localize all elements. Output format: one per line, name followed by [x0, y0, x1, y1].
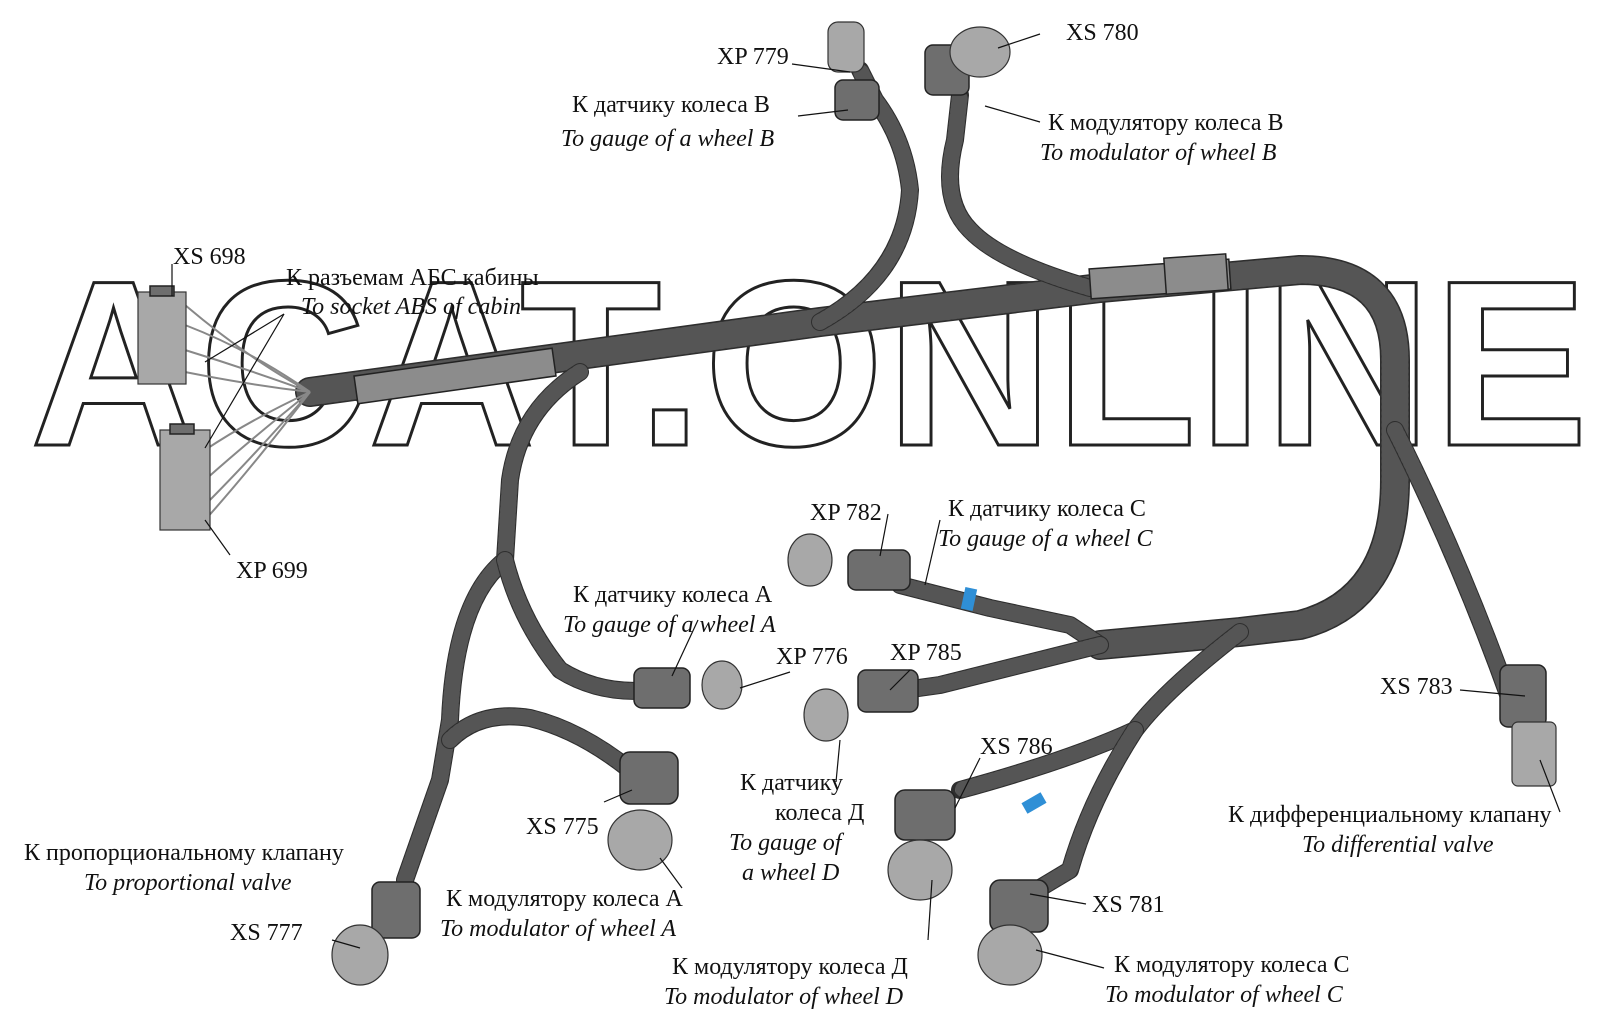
- label-ru-prop: К пропорциональному клапану: [24, 840, 344, 866]
- connector-xs775-body: [619, 751, 679, 805]
- connector-xs775-head: [607, 809, 673, 871]
- connector-xp776: [633, 667, 691, 709]
- cable-ribbing: [1387, 422, 1518, 708]
- label-en-gauge-b: To gauge of a wheel B: [561, 126, 774, 152]
- connector-xp779-head: [827, 21, 865, 73]
- label-ru-gauge-a: К датчику колеса А: [573, 582, 773, 608]
- connector-xp699: [159, 429, 211, 531]
- connector-xs786-head: [887, 839, 953, 901]
- label-xs777: XS 777: [230, 920, 303, 946]
- label-xs698: XS 698: [173, 244, 246, 270]
- connector-xs781-head: [977, 924, 1043, 986]
- label-xs775: XS 775: [526, 814, 599, 840]
- connector-xs698-latch: [149, 285, 175, 297]
- label-ru-gauge-c: К датчику колеса С: [948, 496, 1146, 522]
- connector-xs780-head: [949, 26, 1011, 78]
- label-xs781: XS 781: [1092, 892, 1165, 918]
- cable-ribbing: [812, 62, 918, 330]
- label-en-mod-a: To modulator of wheel A: [440, 916, 676, 942]
- label-en-gauge-a: To gauge of a wheel A: [563, 612, 776, 638]
- connector-xp782: [847, 549, 911, 591]
- connector-xp785: [857, 669, 919, 713]
- label-ru-diff: К дифференциальному клапану: [1228, 802, 1552, 828]
- label-en-gauge-d2: a wheel D: [742, 860, 839, 886]
- label-xs780: XS 780: [1066, 20, 1139, 46]
- label-ru-abs: К разъемам АБС кабины: [286, 265, 539, 291]
- label-ru-mod-c: К модулятору колеса С: [1114, 952, 1350, 978]
- connector-xp699-latch: [169, 423, 195, 435]
- cable-ribbing: [1012, 722, 1143, 908]
- label-xs783: XS 783: [1380, 674, 1453, 700]
- connector-xp776-head: [701, 660, 743, 710]
- label-ru-mod-d: К модулятору колеса Д: [672, 954, 908, 980]
- label-xp779: XP 779: [717, 44, 789, 70]
- sleeve-main-1: [353, 347, 557, 405]
- cable-ribbing: [942, 87, 1098, 296]
- marker-band-c: [960, 586, 978, 612]
- cable-ribbing: [296, 256, 1409, 659]
- leader-lines: [171, 33, 1561, 969]
- label-xp785: XP 785: [890, 640, 962, 666]
- connector-xp785-head: [803, 688, 849, 742]
- label-xp699: XP 699: [236, 558, 308, 584]
- label-en-abs: To socket ABS of cabin: [301, 294, 521, 320]
- label-en-mod-b: To modulator of wheel B: [1040, 140, 1277, 166]
- connector-xs777-head: [331, 924, 389, 986]
- label-xp782: XP 782: [810, 500, 882, 526]
- connector-xs698: [137, 291, 187, 385]
- cable-ribbing: [497, 552, 658, 699]
- label-en-diff: To differential valve: [1302, 832, 1494, 858]
- label-en-gauge-d1: To gauge of: [729, 830, 845, 856]
- label-ru-gauge-d2: колеса Д: [775, 800, 864, 826]
- label-en-mod-c: To modulator of wheel C: [1105, 982, 1344, 1008]
- label-ru-mod-b: К модулятору колеса В: [1048, 110, 1284, 136]
- sleeve-main-3: [1163, 253, 1229, 295]
- connector-xp782-head: [787, 533, 833, 587]
- label-xs786: XS 786: [980, 734, 1053, 760]
- cable-ribbing: [892, 577, 1108, 653]
- label-en-mod-d: To modulator of wheel D: [664, 984, 903, 1010]
- cable-harness: [137, 21, 1557, 986]
- label-en-prop: To proportional valve: [84, 870, 292, 896]
- connector-xs786-body: [894, 789, 956, 841]
- label-en-gauge-c: To gauge of a wheel C: [938, 526, 1153, 552]
- label-ru-mod-a: К модулятору колеса А: [446, 886, 683, 912]
- connector-xp779: [834, 79, 880, 121]
- connector-xs781-body: [989, 879, 1049, 933]
- connector-xs783-head: [1511, 721, 1557, 787]
- label-xp776: XP 776: [776, 644, 848, 670]
- label-ru-gauge-d1: К датчику: [740, 770, 843, 796]
- cable-ribbing: [442, 708, 638, 778]
- marker-band-e: [1021, 792, 1047, 814]
- labels: XP 779 XS 780 К датчику колеса В To gaug…: [24, 20, 1552, 1010]
- connector-xs777-body: [371, 881, 421, 939]
- label-ru-gauge-b: К датчику колеса В: [572, 92, 770, 118]
